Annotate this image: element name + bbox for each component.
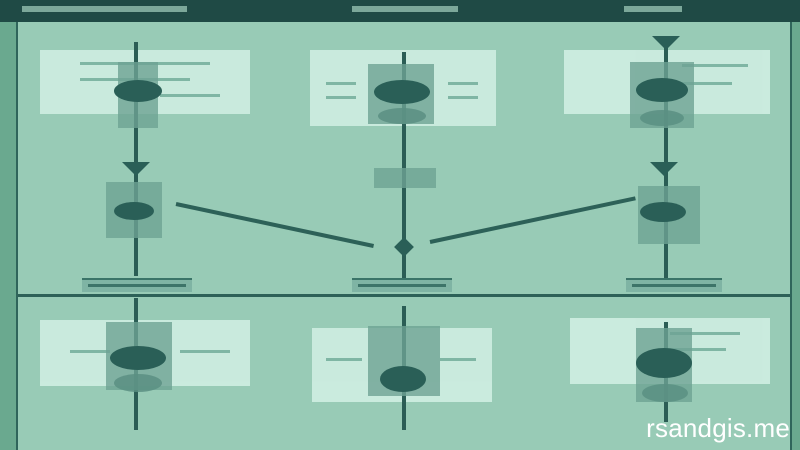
diamond-icon — [394, 237, 414, 257]
label-tag-center — [352, 278, 452, 292]
section-divider — [18, 294, 790, 297]
disc-icon — [642, 384, 688, 402]
disc-icon — [374, 80, 430, 104]
down-arrow-icon — [652, 36, 680, 50]
down-arrow-icon — [122, 162, 150, 176]
label-tag-right — [626, 278, 722, 292]
disc-icon — [636, 348, 692, 378]
disc-icon — [114, 80, 162, 102]
axis-left-top — [134, 42, 138, 276]
down-arrow-icon — [650, 162, 678, 176]
disc-icon — [636, 78, 688, 102]
top-banner — [0, 0, 800, 22]
disc-icon — [114, 374, 162, 392]
disc-icon — [380, 366, 426, 392]
disc-icon — [378, 108, 426, 124]
coupling-center — [374, 168, 436, 188]
diagram-board — [16, 22, 792, 450]
link-arm-right — [429, 196, 636, 244]
banner-text-left — [22, 6, 187, 12]
link-arm-left — [175, 202, 375, 248]
disc-icon — [640, 202, 686, 222]
banner-text-center — [352, 6, 458, 12]
disc-icon — [640, 110, 684, 126]
label-tag-left — [82, 278, 192, 292]
disc-icon — [114, 202, 154, 220]
banner-text-right — [624, 6, 682, 12]
axis-center-top — [402, 52, 406, 282]
disc-icon — [110, 346, 166, 370]
watermark-text: rsandgis.me — [646, 413, 790, 443]
